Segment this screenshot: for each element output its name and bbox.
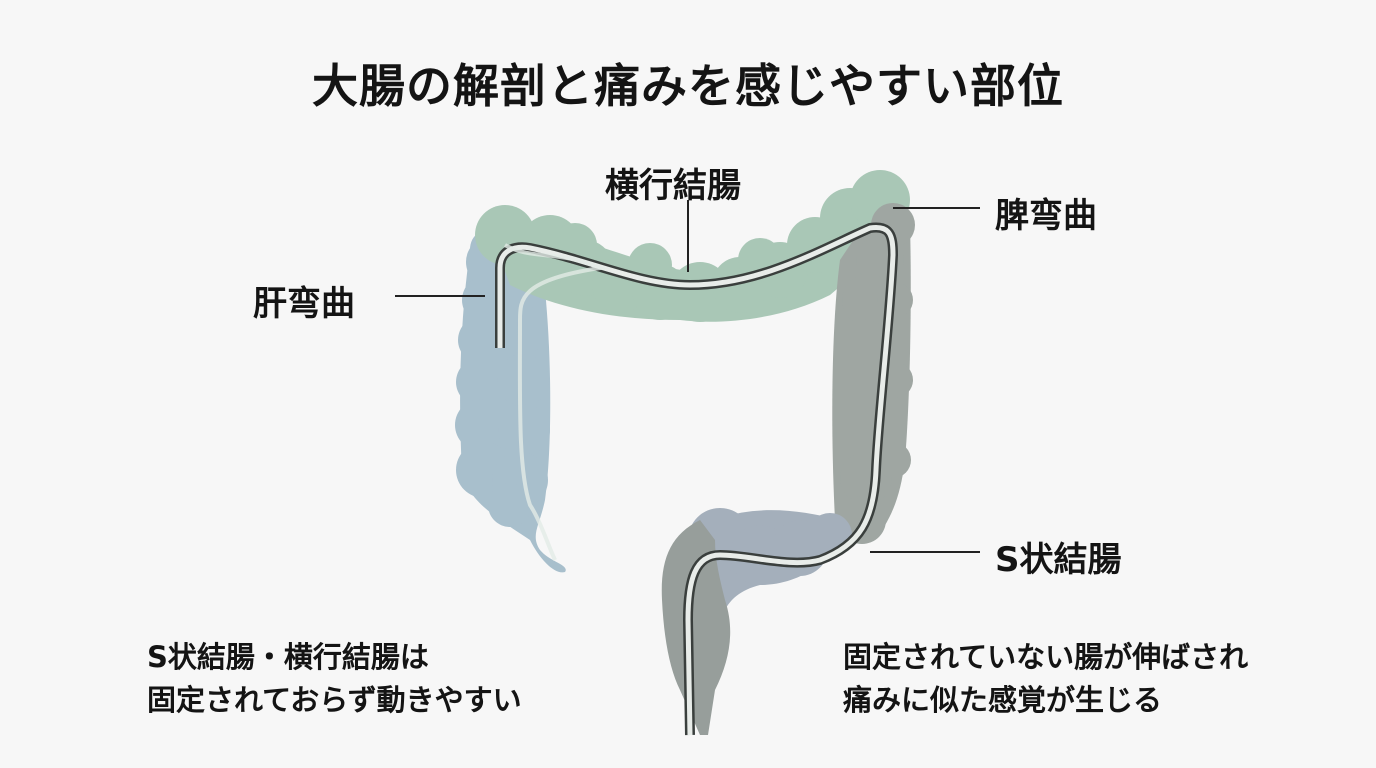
note-right-line-2: 痛みに似た感覚が生じる xyxy=(843,683,1163,717)
label-hepatic-flexure: 肝弯曲 xyxy=(253,284,355,324)
label-sigmoid-colon: S状結腸 xyxy=(995,540,1122,580)
endoscope xyxy=(495,222,898,736)
note-left-line-1: S状結腸・横行結腸は xyxy=(147,640,429,674)
note-right: 固定されていない腸が伸ばされ 痛みに似た感覚が生じる xyxy=(843,636,1248,722)
diagram-title: 大腸の解剖と痛みを感じやすい部位 xyxy=(312,59,1064,113)
rectum xyxy=(661,520,731,735)
lumen-highlight xyxy=(503,243,608,561)
label-transverse-colon: 横行結腸 xyxy=(605,166,741,206)
note-left-line-2: 固定されておらず動きやすい xyxy=(147,683,522,717)
label-splenic-flexure: 脾弯曲 xyxy=(995,196,1097,236)
note-left: S状結腸・横行結腸は 固定されておらず動きやすい xyxy=(147,636,522,722)
note-right-line-1: 固定されていない腸が伸ばされ xyxy=(843,640,1249,674)
ascending-colon xyxy=(455,227,566,573)
